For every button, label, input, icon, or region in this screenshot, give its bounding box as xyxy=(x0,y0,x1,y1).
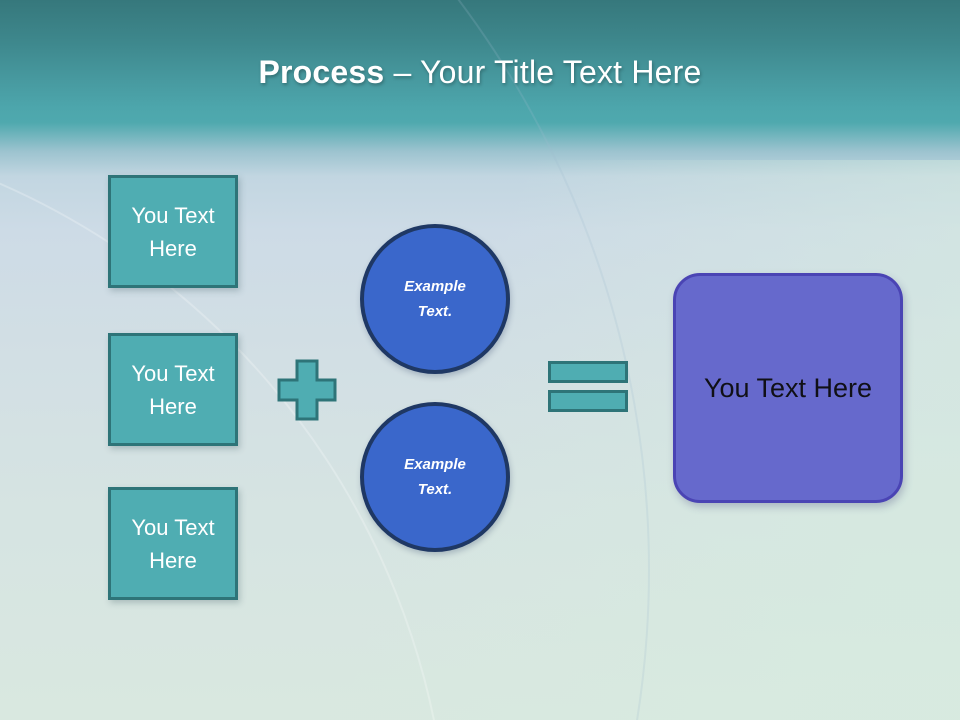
slide-title-subtitle: – Your Title Text Here xyxy=(393,54,702,90)
input-box-3-label: You Text Here xyxy=(131,514,215,573)
example-circle-2[interactable]: Example Text. xyxy=(360,402,510,552)
result-box[interactable]: You Text Here xyxy=(673,273,903,503)
slide-title-keyword: Process xyxy=(258,54,385,90)
equals-bar-top xyxy=(548,361,628,383)
example-circle-1[interactable]: Example Text. xyxy=(360,224,510,374)
example-circle-2-label: Example Text. xyxy=(404,455,466,499)
input-box-1[interactable]: You Text Here xyxy=(108,175,238,288)
slide-title: Process – Your Title Text Here xyxy=(0,54,960,91)
input-box-2-label: You Text Here xyxy=(131,360,215,419)
result-box-label: You Text Here xyxy=(703,372,873,403)
equals-icon xyxy=(548,361,628,412)
equals-bar-bottom xyxy=(548,390,628,412)
input-box-2[interactable]: You Text Here xyxy=(108,333,238,446)
input-box-3[interactable]: You Text Here xyxy=(108,487,238,600)
input-box-1-label: You Text Here xyxy=(131,202,215,261)
plus-icon xyxy=(277,359,337,421)
example-circle-1-label: Example Text. xyxy=(404,277,466,321)
